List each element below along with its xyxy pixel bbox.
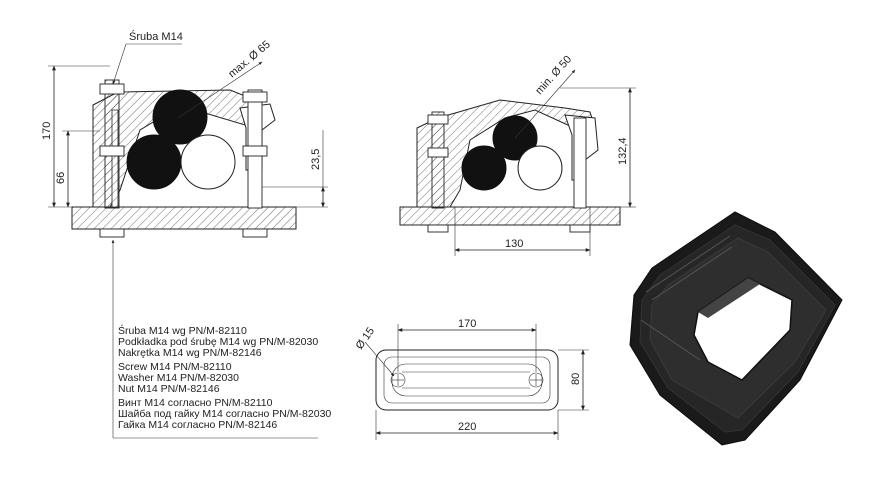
note-line: Винт M14 согласно PN/M-82110 xyxy=(118,397,273,409)
cable-bottom-left xyxy=(126,134,182,190)
dim-80: 80 xyxy=(570,373,582,385)
note-line: Nut M14 PN/M-82146 xyxy=(118,383,220,395)
dim-170: 170 xyxy=(41,122,53,140)
dim-hole-15: Ø 15 xyxy=(354,325,378,351)
note-line: Śruba M14 wg PN/M-82110 xyxy=(118,324,247,337)
dim-66: 66 xyxy=(55,172,67,184)
product-render xyxy=(629,211,843,446)
cable-bottom-right xyxy=(180,134,236,190)
note-line: Podkładka pod śrubę M14 wg PN/M-82030 xyxy=(118,336,318,348)
dim-130: 130 xyxy=(505,238,523,250)
specification-notes: Śruba M14 wg PN/M-82110 Podkładka pod śr… xyxy=(118,324,331,431)
note-line: Шайба под гайку M14 согласно PN/M-82030 xyxy=(118,408,331,420)
side-cable-left xyxy=(461,145,507,191)
side-housing xyxy=(416,99,596,208)
note-line: Washer M14 PN/M-82030 xyxy=(118,372,239,384)
side-view: min. Ø 50 132,4 130 xyxy=(399,54,636,256)
note-line: Гайка M14 согласно PN/M-82146 xyxy=(118,419,277,431)
note-line: Screw M14 PN/M-82110 xyxy=(118,361,232,373)
note-line: Nakrętka M14 wg PN/M-82146 xyxy=(118,347,262,359)
dim-220: 220 xyxy=(458,421,476,433)
dim-170-plan: 170 xyxy=(458,318,476,330)
bolt-hole-right xyxy=(528,372,544,388)
base-plate xyxy=(71,206,297,230)
dim-min-diameter: min. Ø 50 xyxy=(533,54,574,97)
dim-23-5: 23,5 xyxy=(310,149,322,170)
side-base-plate xyxy=(399,206,621,226)
plan-outline xyxy=(375,349,559,411)
side-cable-right xyxy=(517,145,563,191)
plan-view: 170 220 80 Ø 15 xyxy=(354,318,589,440)
screw-callout: Śruba M14 xyxy=(129,30,183,43)
nut-top-left xyxy=(99,83,125,95)
bolt-hole-left xyxy=(390,372,406,388)
dim-max-diameter: max. Ø 65 xyxy=(226,38,273,80)
bolt-left xyxy=(104,79,120,209)
dim-132-4: 132,4 xyxy=(617,137,629,165)
